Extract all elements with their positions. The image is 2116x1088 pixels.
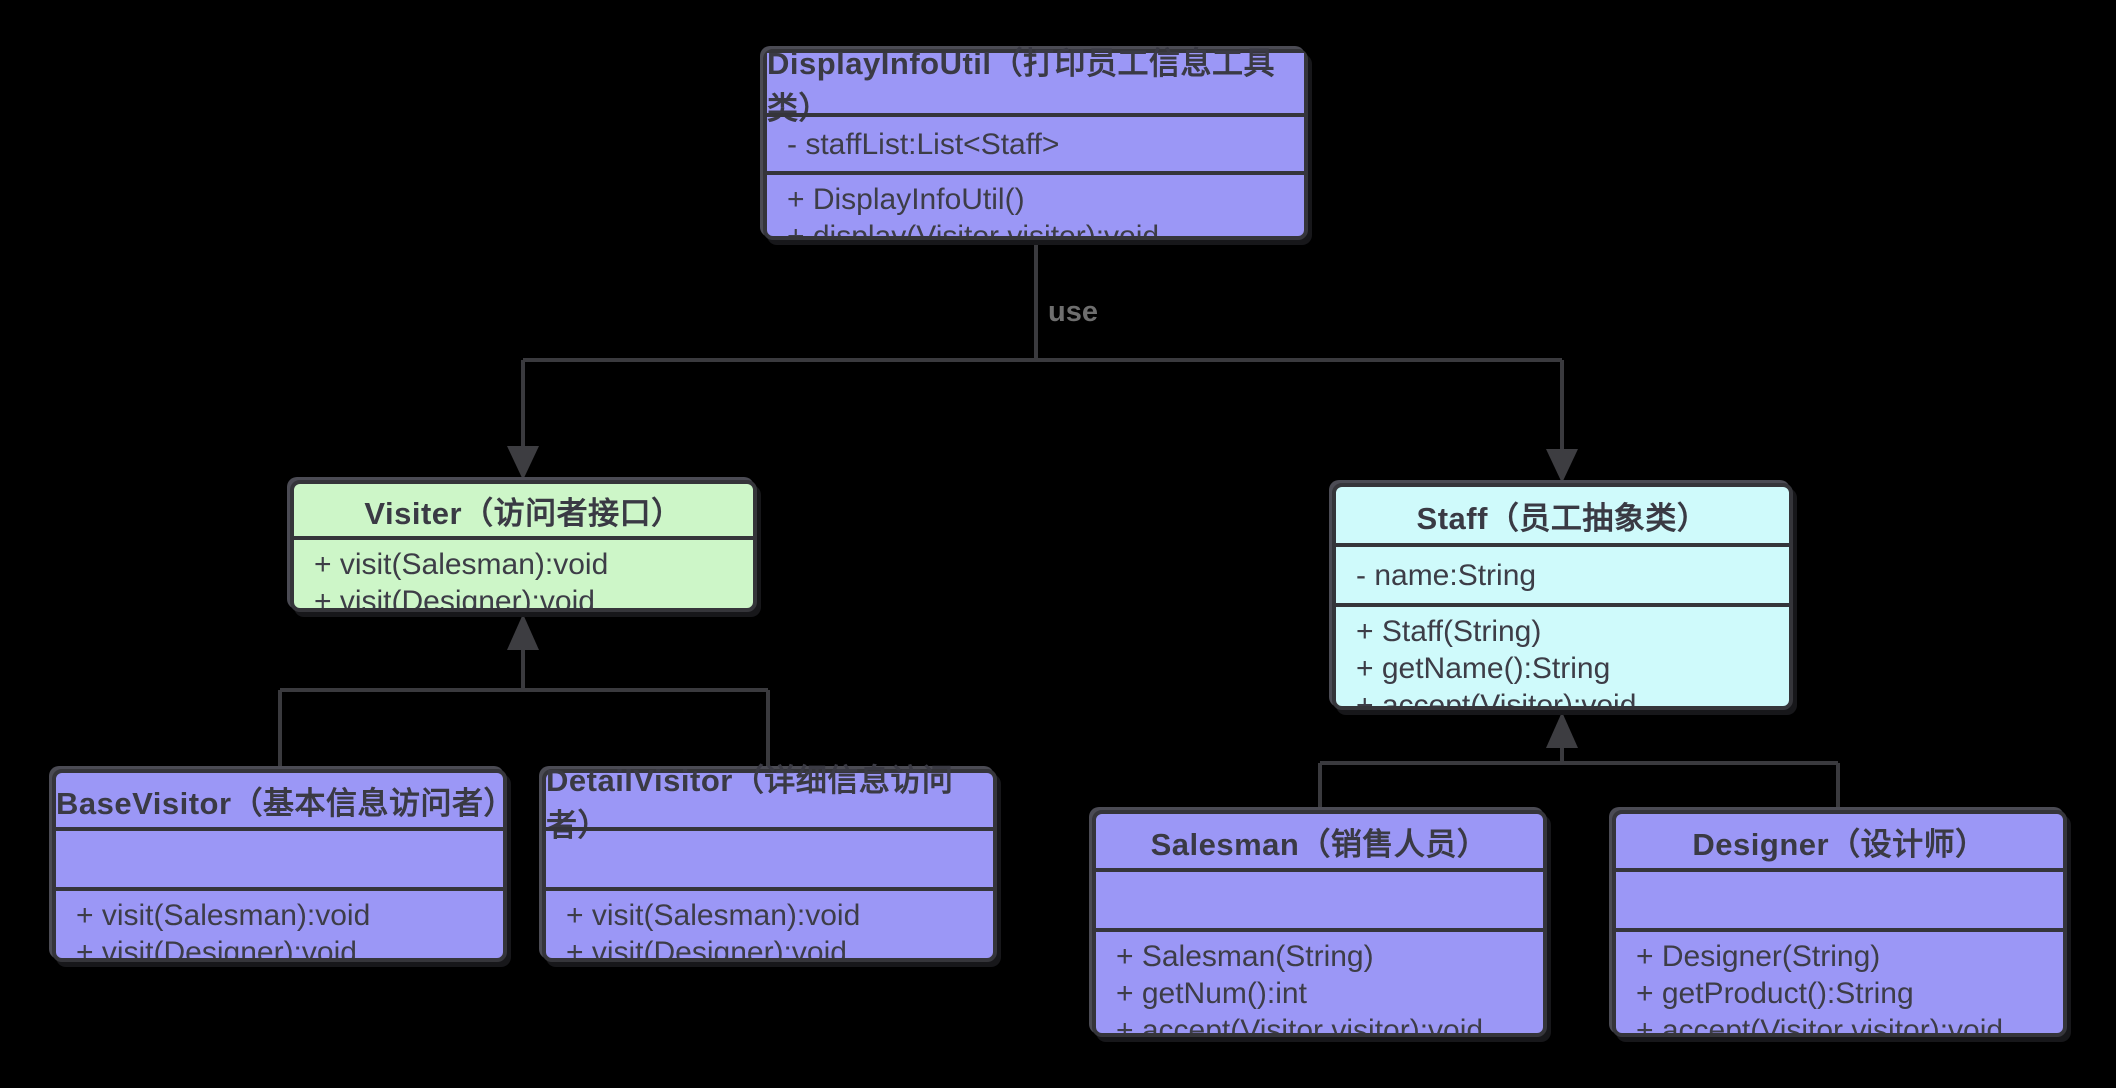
method: + Salesman(String) xyxy=(1116,940,1374,973)
arrowhead-down-visiter xyxy=(507,446,539,480)
class-attributes: - staffList:List<Staff> xyxy=(767,113,1304,171)
method: + visit(Designer):void xyxy=(314,585,595,608)
class-detailvisitor[interactable]: DetailVisitor（详细信息访问者） + visit(Salesman)… xyxy=(542,763,997,962)
class-title: Visiter（访问者接口） xyxy=(364,495,683,531)
attribute: - name:String xyxy=(1356,559,1537,592)
method: + visit(Salesman):void xyxy=(566,899,861,932)
class-displayinfoutil[interactable]: DisplayInfoUtil（打印员工信息工具类） - staffList:L… xyxy=(763,46,1308,240)
class-methods: + visit(Salesman):void + visit(Designer)… xyxy=(56,887,503,958)
visiter-generalization-connector xyxy=(278,648,770,769)
class-title: Staff（员工抽象类） xyxy=(1416,500,1709,536)
method: + getName():String xyxy=(1356,652,1611,685)
class-staff[interactable]: Staff（员工抽象类） - name:String + Staff(Strin… xyxy=(1332,483,1793,710)
use-edge-label: use xyxy=(1048,296,1098,328)
method: + visit(Salesman):void xyxy=(314,548,609,581)
class-methods: + Salesman(String) + getNum():int + acce… xyxy=(1096,928,1543,1033)
class-attributes-empty xyxy=(546,827,993,887)
class-salesman[interactable]: Salesman（销售人员） + Salesman(String) + getN… xyxy=(1092,810,1547,1037)
method: + visit(Designer):void xyxy=(566,936,847,958)
method: + display(Visitor visitor):void xyxy=(787,218,1290,236)
method: + DisplayInfoUtil() xyxy=(787,183,1025,216)
method: + getProduct():String xyxy=(1636,977,1914,1010)
method: + visit(Salesman):void xyxy=(76,899,371,932)
method: + accept(Visitor visitor):void xyxy=(1116,1014,1484,1033)
method: + accept(Visitor visitor):void xyxy=(1636,1014,2004,1033)
class-attributes-empty xyxy=(56,827,503,887)
class-title: BaseVisitor（基本信息访问者） xyxy=(56,785,516,821)
class-methods: + DisplayInfoUtil() + display(Visitor vi… xyxy=(767,171,1304,236)
class-title: Designer（设计师） xyxy=(1692,826,1987,862)
class-attributes: - name:String xyxy=(1336,543,1789,603)
arrowhead-up-staff xyxy=(1546,712,1578,748)
class-title: DetailVisitor（详细信息访问者） xyxy=(546,763,954,843)
class-basevisitor[interactable]: BaseVisitor（基本信息访问者） + visit(Salesman):v… xyxy=(52,769,516,962)
class-methods: + visit(Salesman):void + visit(Designer)… xyxy=(546,887,993,958)
method: + Staff(String) xyxy=(1356,615,1542,648)
method: + getNum():int xyxy=(1116,977,1307,1010)
class-visiter[interactable]: Visiter（访问者接口） + visit(Salesman):void + … xyxy=(290,480,757,612)
class-designer[interactable]: Designer（设计师） + Designer(String) + getPr… xyxy=(1612,810,2067,1037)
class-title: Salesman（销售人员） xyxy=(1150,826,1489,862)
class-attributes-empty xyxy=(1616,868,2063,928)
method: + visit(Designer):void xyxy=(76,936,357,958)
class-methods: + Designer(String) + getProduct():String… xyxy=(1616,928,2063,1033)
arrowhead-up-visiter xyxy=(507,614,539,650)
attribute: - staffList:List<Staff> xyxy=(787,128,1060,161)
class-methods: + Staff(String) + getName():String + acc… xyxy=(1336,603,1789,706)
method: + Designer(String) xyxy=(1636,940,1881,973)
arrowhead-down-staff xyxy=(1546,449,1578,483)
class-methods: + visit(Salesman):void + visit(Designer)… xyxy=(294,536,753,608)
staff-generalization-connector xyxy=(1318,744,1840,810)
class-title: DisplayInfoUtil（打印员工信息工具类） xyxy=(767,46,1304,126)
class-attributes-empty xyxy=(1096,868,1543,928)
method: + accept(Visitor):void xyxy=(1356,689,1637,706)
use-connector xyxy=(521,240,1564,451)
